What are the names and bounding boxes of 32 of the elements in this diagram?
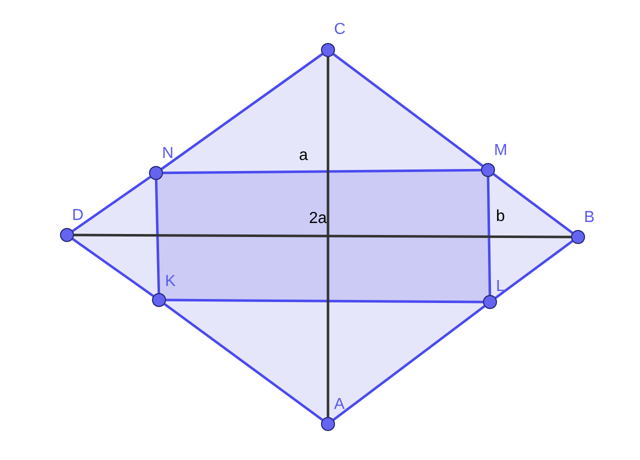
point-label: N: [162, 146, 174, 162]
line-segment: [72, 238, 154, 297]
line-segment: [166, 298, 483, 304]
line-segment: [72, 176, 151, 232]
line-segment: [494, 240, 574, 299]
point-dot: [152, 293, 166, 307]
line-segment: [332, 53, 484, 167]
point-dot: [481, 163, 495, 177]
point-label: C: [334, 22, 346, 38]
point-label: M: [494, 143, 508, 159]
length-label: a: [299, 148, 308, 164]
length-label: b: [496, 209, 505, 225]
line-segment: [154, 180, 160, 294]
line-segment: [164, 303, 324, 421]
point-dot: [571, 230, 585, 244]
line-segment: [162, 168, 482, 174]
point-label: K: [165, 274, 176, 290]
line-segment: [492, 173, 574, 234]
point-dot: [149, 166, 163, 180]
line-segment: [160, 53, 324, 170]
line-segment: [332, 305, 486, 421]
length-label: 2a: [309, 211, 327, 227]
line-segment: [486, 176, 492, 296]
diagonal-line: [326, 57, 330, 417]
point-dot: [321, 417, 335, 431]
point-label: D: [72, 208, 84, 224]
point-label: B: [584, 210, 595, 226]
point-label: A: [334, 397, 345, 413]
diagonal-line: [74, 234, 571, 238]
point-label: L: [496, 279, 505, 295]
point-dot: [60, 228, 74, 242]
point-dot: [321, 43, 335, 57]
